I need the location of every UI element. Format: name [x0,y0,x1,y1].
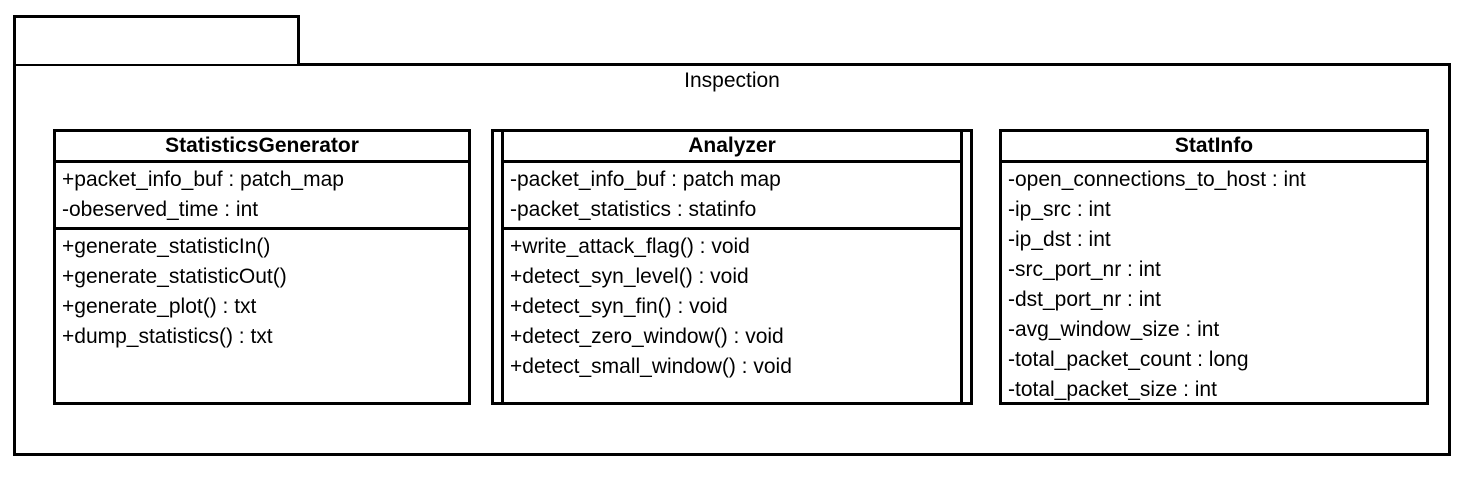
attribute-row: -packet_info_buf : patch map [510,168,781,191]
operation-row: +detect_zero_window() : void [510,325,784,348]
class-box-analyzer[interactable]: Analyzer -packet_info_buf : patch map -p… [501,129,963,405]
class-box-statisticsgenerator[interactable]: StatisticsGenerator +packet_info_buf : p… [53,129,471,405]
operation-row: +generate_statisticOut() [62,265,287,288]
operation-row: +write_attack_flag() : void [510,235,750,258]
class-name-statisticsgenerator: StatisticsGenerator [56,132,468,163]
attribute-row: -obeserved_time : int [62,198,259,221]
class-name-statinfo: StatInfo [1002,132,1426,163]
class-name-analyzer: Analyzer [504,132,960,163]
class-box-statinfo[interactable]: StatInfo -open_connections_to_host : int… [999,129,1429,405]
class-operations-statisticsgenerator: +generate_statisticIn() +generate_statis… [56,230,468,354]
operation-row: +detect_syn_fin() : void [510,295,728,318]
attribute-row: -total_packet_count : long [1008,348,1249,371]
attribute-row: -ip_src : int [1008,198,1111,221]
attribute-row: -ip_dst : int [1008,228,1111,251]
class-operations-analyzer: +write_attack_flag() : void +detect_syn_… [504,230,960,384]
class-filler [504,384,960,402]
attribute-row: -dst_port_nr : int [1008,288,1161,311]
attribute-row: -total_packet_size : int [1008,378,1217,401]
class-attributes-statisticsgenerator: +packet_info_buf : patch_map -obeserved_… [56,163,468,230]
attribute-row: -packet_statistics : statinfo [510,198,757,221]
attribute-row: -open_connections_to_host : int [1008,168,1306,191]
operation-row: +dump_statistics() : txt [62,325,273,348]
attribute-row: -src_port_nr : int [1008,258,1161,281]
class-attributes-statinfo: -open_connections_to_host : int -ip_src … [1002,163,1426,407]
class-filler [56,354,468,402]
class-attributes-analyzer: -packet_info_buf : patch map -packet_sta… [504,163,960,230]
package-tab [13,15,300,64]
operation-row: +detect_syn_level() : void [510,265,749,288]
attribute-row: -avg_window_size : int [1008,318,1220,341]
attribute-row: +packet_info_buf : patch_map [62,168,344,191]
operation-row: +generate_statisticIn() [62,235,271,258]
operation-row: +detect_small_window() : void [510,355,792,378]
operation-row: +generate_plot() : txt [62,295,257,318]
package-title: Inspection [684,69,780,92]
